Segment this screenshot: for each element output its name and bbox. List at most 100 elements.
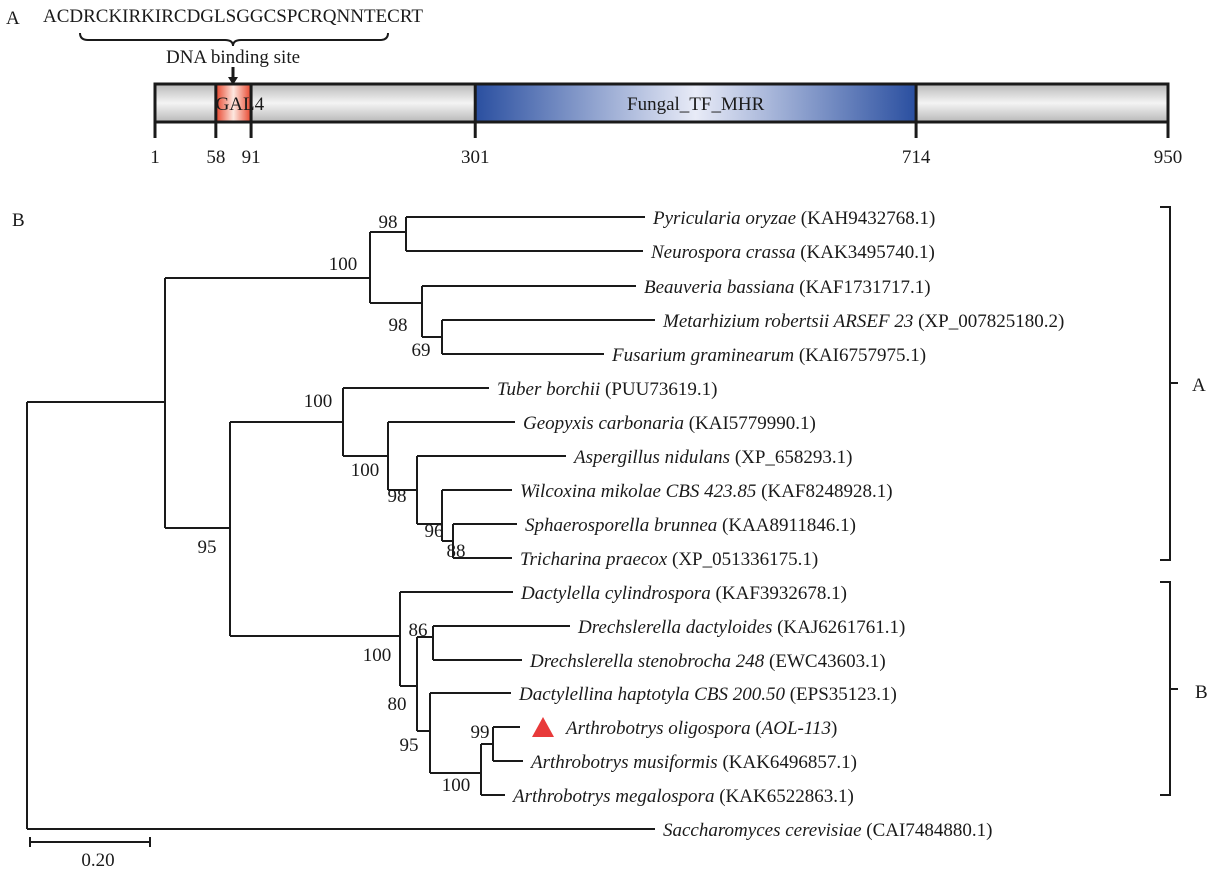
accession: (EPS35123.1): [785, 684, 897, 705]
bootstrap-value: 100: [304, 391, 333, 412]
clade-b-label: B: [1195, 682, 1208, 703]
down-arrow-icon: [228, 77, 238, 85]
leaf-label: Dactylella cylindrospora (KAF3932678.1): [520, 583, 847, 604]
leaf-label: Sphaerosporella brunnea (KAA8911846.1): [525, 515, 856, 536]
bootstrap-value: 86: [409, 620, 428, 641]
accession: AOL-113: [760, 718, 831, 739]
leaf-label: Arthrobotrys megalospora (KAK6522863.1): [511, 786, 854, 807]
accession: (KAJ6261761.1): [772, 617, 905, 638]
domain-gal4-label: GAL4: [216, 94, 265, 115]
accession: (KAH9432768.1): [796, 208, 935, 229]
panel-a: A ACDRCKIRKIRCDGLSGGCSPCRQNNTECRT DNA bi…: [6, 6, 1182, 168]
species-name: Beauveria bassiana: [644, 277, 794, 298]
species-name: Drechslerella dactyloides: [577, 617, 772, 638]
panel-a-label: A: [6, 8, 20, 29]
leaf-label: Metarhizium robertsii ARSEF 23 (XP_00782…: [662, 311, 1064, 332]
species-name: Dactylellina haptotyla CBS 200.50: [518, 684, 785, 705]
accession: (KAF1731717.1): [794, 277, 930, 298]
scale-bar-label: 0.20: [81, 850, 114, 871]
species-name: Arthrobotrys oligospora: [564, 718, 751, 739]
leaf-label: Beauveria bassiana (KAF1731717.1): [644, 277, 931, 298]
species-name: Saccharomyces cerevisiae: [663, 820, 862, 841]
leaf-label: Saccharomyces cerevisiae (CAI7484880.1): [663, 820, 992, 841]
species-name: Tricharina praecox: [520, 549, 668, 570]
accession: (XP_658293.1): [730, 447, 852, 468]
accession: (KAK6522863.1): [714, 786, 853, 807]
species-name: Fusarium graminearum: [611, 345, 794, 366]
domain-fungal-tf-mhr: [473, 82, 918, 124]
bootstrap-value: 100: [363, 645, 392, 666]
sequence-brace: [79, 32, 389, 47]
species-name: Tuber borchii: [497, 379, 600, 400]
leaf-label: Drechslerella stenobrocha 248 (EWC43603.…: [529, 651, 886, 672]
bootstrap-value: 88: [447, 541, 466, 562]
bootstrap-value: 100: [329, 254, 358, 275]
species-name: Wilcoxina mikolae CBS 423.85: [520, 481, 756, 502]
species-name: Dactylella cylindrospora: [520, 583, 711, 604]
accession: (KAF8248928.1): [756, 481, 892, 502]
triangle-marker-icon: [532, 717, 554, 737]
leaf-label: Tuber borchii (PUU73619.1): [497, 379, 717, 400]
accession: (KAI6757975.1): [794, 345, 926, 366]
tick-label: 1: [150, 147, 160, 168]
position-ticks: 1 58 91 301 714 950: [150, 122, 1182, 168]
binding-sequence: ACDRCKIRKIRCDGLSGGCSPCRQNNTECRT: [43, 6, 423, 27]
bootstrap-value: 98: [389, 315, 408, 336]
accession: (KAI5779990.1): [684, 413, 816, 434]
bootstrap-value: 100: [442, 775, 471, 796]
leaf-label: Neurospora crassa (KAK3495740.1): [650, 242, 935, 263]
tick-label: 950: [1154, 147, 1183, 168]
leaf-label: Arthrobotrys musiformis (KAK6496857.1): [529, 752, 857, 773]
leaf-label: Pyricularia oryzae (KAH9432768.1): [652, 208, 935, 229]
accession: (PUU73619.1): [600, 379, 717, 400]
clade-a-bracket: [1160, 206, 1178, 561]
dna-binding-site-label: DNA binding site: [166, 47, 300, 68]
bootstrap-value: 80: [388, 694, 407, 715]
bootstrap-value: 96: [425, 521, 444, 542]
species-name: Arthrobotrys musiformis: [529, 752, 718, 773]
leaf-label: Arthrobotrys oligospora (AOL-113): [564, 718, 837, 739]
leaf-label: Tricharina praecox (XP_051336175.1): [520, 549, 818, 570]
species-name: Sphaerosporella brunnea: [525, 515, 717, 536]
species-name: Aspergillus nidulans: [572, 447, 730, 468]
bootstrap-value: 95: [400, 735, 419, 756]
domain-gal4: [214, 82, 253, 124]
accession: (KAA8911846.1): [717, 515, 856, 536]
leaf-label: Geopyxis carbonaria (KAI5779990.1): [523, 413, 816, 434]
leaf-label: Aspergillus nidulans (XP_658293.1): [572, 447, 853, 468]
tick-label: 58: [206, 147, 225, 168]
bootstrap-value: 100: [351, 460, 380, 481]
bootstrap-value: 99: [471, 722, 490, 743]
tick-label: 301: [461, 147, 490, 168]
panel-b: B Pyricularia oryzae (KAH9432768.1) Neuro…: [12, 206, 1208, 871]
accession: (XP_007825180.2): [913, 311, 1064, 332]
leaf-label: Drechslerella dactyloides (KAJ6261761.1): [577, 617, 905, 638]
leaf-labels: Pyricularia oryzae (KAH9432768.1) Neurosp…: [497, 208, 1064, 841]
accession: (XP_051336175.1): [667, 549, 818, 570]
domain-fungal-tf-mhr-label: Fungal_TF_MHR: [627, 94, 765, 115]
scale-bar: [29, 837, 151, 847]
species-name: Metarhizium robertsii ARSEF 23: [662, 311, 913, 332]
leaf-label: Dactylellina haptotyla CBS 200.50 (EPS35…: [518, 684, 897, 705]
bootstrap-value: 98: [388, 486, 407, 507]
accession: (KAK6496857.1): [718, 752, 857, 773]
bootstrap-value: 69: [412, 340, 431, 361]
accession: (KAF3932678.1): [711, 583, 847, 604]
clade-b-bracket: [1160, 581, 1178, 796]
clade-a-label: A: [1192, 375, 1206, 396]
tree-branches: [26, 216, 655, 830]
tick-label: 714: [902, 147, 931, 168]
species-name: Arthrobotrys megalospora: [511, 786, 714, 807]
accession: (EWC43603.1): [764, 651, 885, 672]
bootstrap-value: 95: [198, 537, 217, 558]
species-name: Geopyxis carbonaria: [523, 413, 684, 434]
tick-label: 91: [242, 147, 261, 168]
leaf-label: Fusarium graminearum (KAI6757975.1): [611, 345, 926, 366]
species-name: Neurospora crassa: [650, 242, 795, 263]
species-name: Drechslerella stenobrocha 248: [529, 651, 765, 672]
panel-b-label: B: [12, 210, 25, 231]
leaf-label: Wilcoxina mikolae CBS 423.85 (KAF8248928…: [520, 481, 893, 502]
accession: (CAI7484880.1): [862, 820, 993, 841]
